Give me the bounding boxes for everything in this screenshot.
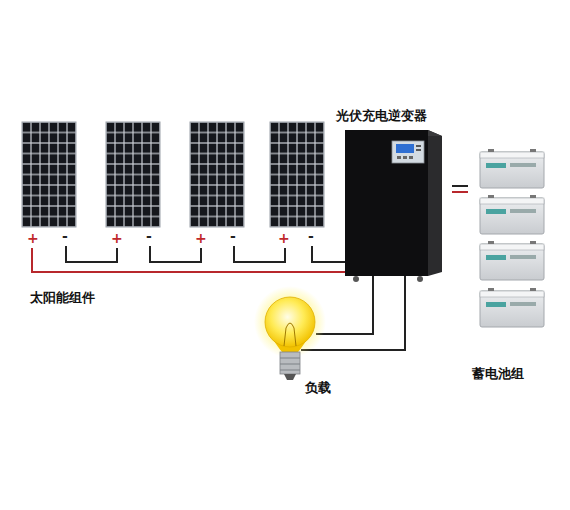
panel-wiring bbox=[312, 246, 345, 262]
battery-bank bbox=[480, 149, 544, 188]
inverter-cabinet bbox=[416, 149, 421, 151]
load-unit: 负载 bbox=[255, 292, 340, 404]
terminal-sign: + bbox=[278, 231, 290, 245]
battery-bank bbox=[480, 195, 544, 234]
battery-bank bbox=[510, 209, 536, 213]
light-bulb bbox=[280, 352, 300, 374]
light-bulb bbox=[280, 370, 300, 371]
solar-panels bbox=[22, 122, 76, 227]
panel-wiring bbox=[32, 246, 345, 272]
light-bulb bbox=[280, 358, 300, 359]
inverter-cabinet bbox=[392, 141, 424, 163]
terminal-sign: + bbox=[27, 231, 39, 245]
component-label: 太阳能组件 bbox=[30, 290, 95, 306]
solar-panels bbox=[22, 122, 324, 227]
battery-bank bbox=[480, 288, 544, 327]
terminal-sign: + bbox=[195, 231, 207, 245]
inverter-cabinet bbox=[403, 156, 407, 159]
battery-bank bbox=[488, 149, 494, 152]
panel-wiring bbox=[66, 246, 117, 262]
battery-bank bbox=[480, 149, 544, 327]
battery-bank bbox=[480, 291, 544, 327]
inverter-cabinet bbox=[345, 130, 428, 276]
battery-bank bbox=[480, 152, 544, 158]
battery-bank bbox=[510, 302, 536, 306]
battery-bank bbox=[480, 241, 544, 280]
battery-wiring bbox=[452, 191, 468, 193]
battery-bank bbox=[486, 302, 506, 307]
battery-bank bbox=[480, 152, 544, 188]
inverter-cabinet bbox=[409, 156, 413, 159]
solar-panels bbox=[106, 122, 160, 227]
terminal-sign: - bbox=[62, 229, 68, 243]
light-bulb bbox=[254, 286, 326, 380]
battery-bank bbox=[530, 195, 536, 198]
battery-bank bbox=[480, 198, 544, 204]
inverter-cabinet bbox=[397, 156, 401, 159]
panel-wiring bbox=[32, 248, 325, 272]
solar-panels bbox=[190, 122, 244, 227]
battery-bank bbox=[530, 149, 536, 152]
power-wire bbox=[325, 271, 334, 273]
battery-bank bbox=[486, 209, 506, 214]
power-wire bbox=[340, 282, 373, 334]
battery-bank bbox=[530, 241, 536, 244]
light-bulb bbox=[254, 286, 326, 358]
battery-bank bbox=[486, 163, 506, 168]
inverter-cabinet bbox=[353, 276, 359, 282]
inverter-cabinet bbox=[345, 130, 442, 282]
battery-bank bbox=[510, 255, 536, 259]
terminal-sign: - bbox=[230, 229, 236, 243]
inverter-cabinet bbox=[416, 145, 421, 147]
inverter-cabinet bbox=[417, 276, 423, 282]
battery-bank bbox=[488, 241, 494, 244]
battery-bank bbox=[480, 198, 544, 234]
battery-bank bbox=[488, 288, 494, 291]
light-bulb bbox=[280, 364, 300, 365]
panel-wiring bbox=[150, 246, 201, 262]
power-wire bbox=[452, 185, 468, 187]
battery-bank bbox=[510, 163, 536, 167]
battery-wiring bbox=[452, 191, 468, 193]
battery-bank bbox=[486, 255, 506, 260]
battery-bank bbox=[488, 195, 494, 198]
panel-wiring bbox=[334, 271, 345, 273]
panel-wiring bbox=[234, 246, 285, 262]
solar-panels bbox=[270, 122, 324, 227]
inverter-unit: 光伏充电逆变器 bbox=[334, 106, 452, 282]
solar-panels bbox=[190, 122, 244, 227]
light-bulb bbox=[284, 323, 296, 346]
light-bulb bbox=[284, 374, 296, 380]
inverter-cabinet bbox=[396, 144, 414, 153]
battery-group: 蓄电池组 bbox=[468, 145, 550, 390]
battery-bank bbox=[530, 288, 536, 291]
solar-panels bbox=[22, 122, 76, 227]
component-label: 蓄电池组 bbox=[472, 366, 524, 382]
terminal-sign: - bbox=[308, 229, 314, 243]
battery-bank bbox=[480, 244, 544, 250]
light-bulb bbox=[265, 297, 315, 347]
load-wiring bbox=[372, 276, 374, 282]
component-label: 光伏充电逆变器 bbox=[336, 108, 427, 124]
solar-panels bbox=[270, 122, 324, 227]
battery-bank bbox=[480, 244, 544, 280]
battery-bank bbox=[480, 291, 544, 297]
solar-panels bbox=[106, 122, 160, 227]
solar-array: 太阳能组件 bbox=[15, 118, 325, 310]
component-label: 负载 bbox=[305, 380, 331, 396]
terminal-sign: - bbox=[146, 229, 152, 243]
inverter-cabinet bbox=[428, 130, 442, 276]
terminal-sign: + bbox=[111, 231, 123, 245]
